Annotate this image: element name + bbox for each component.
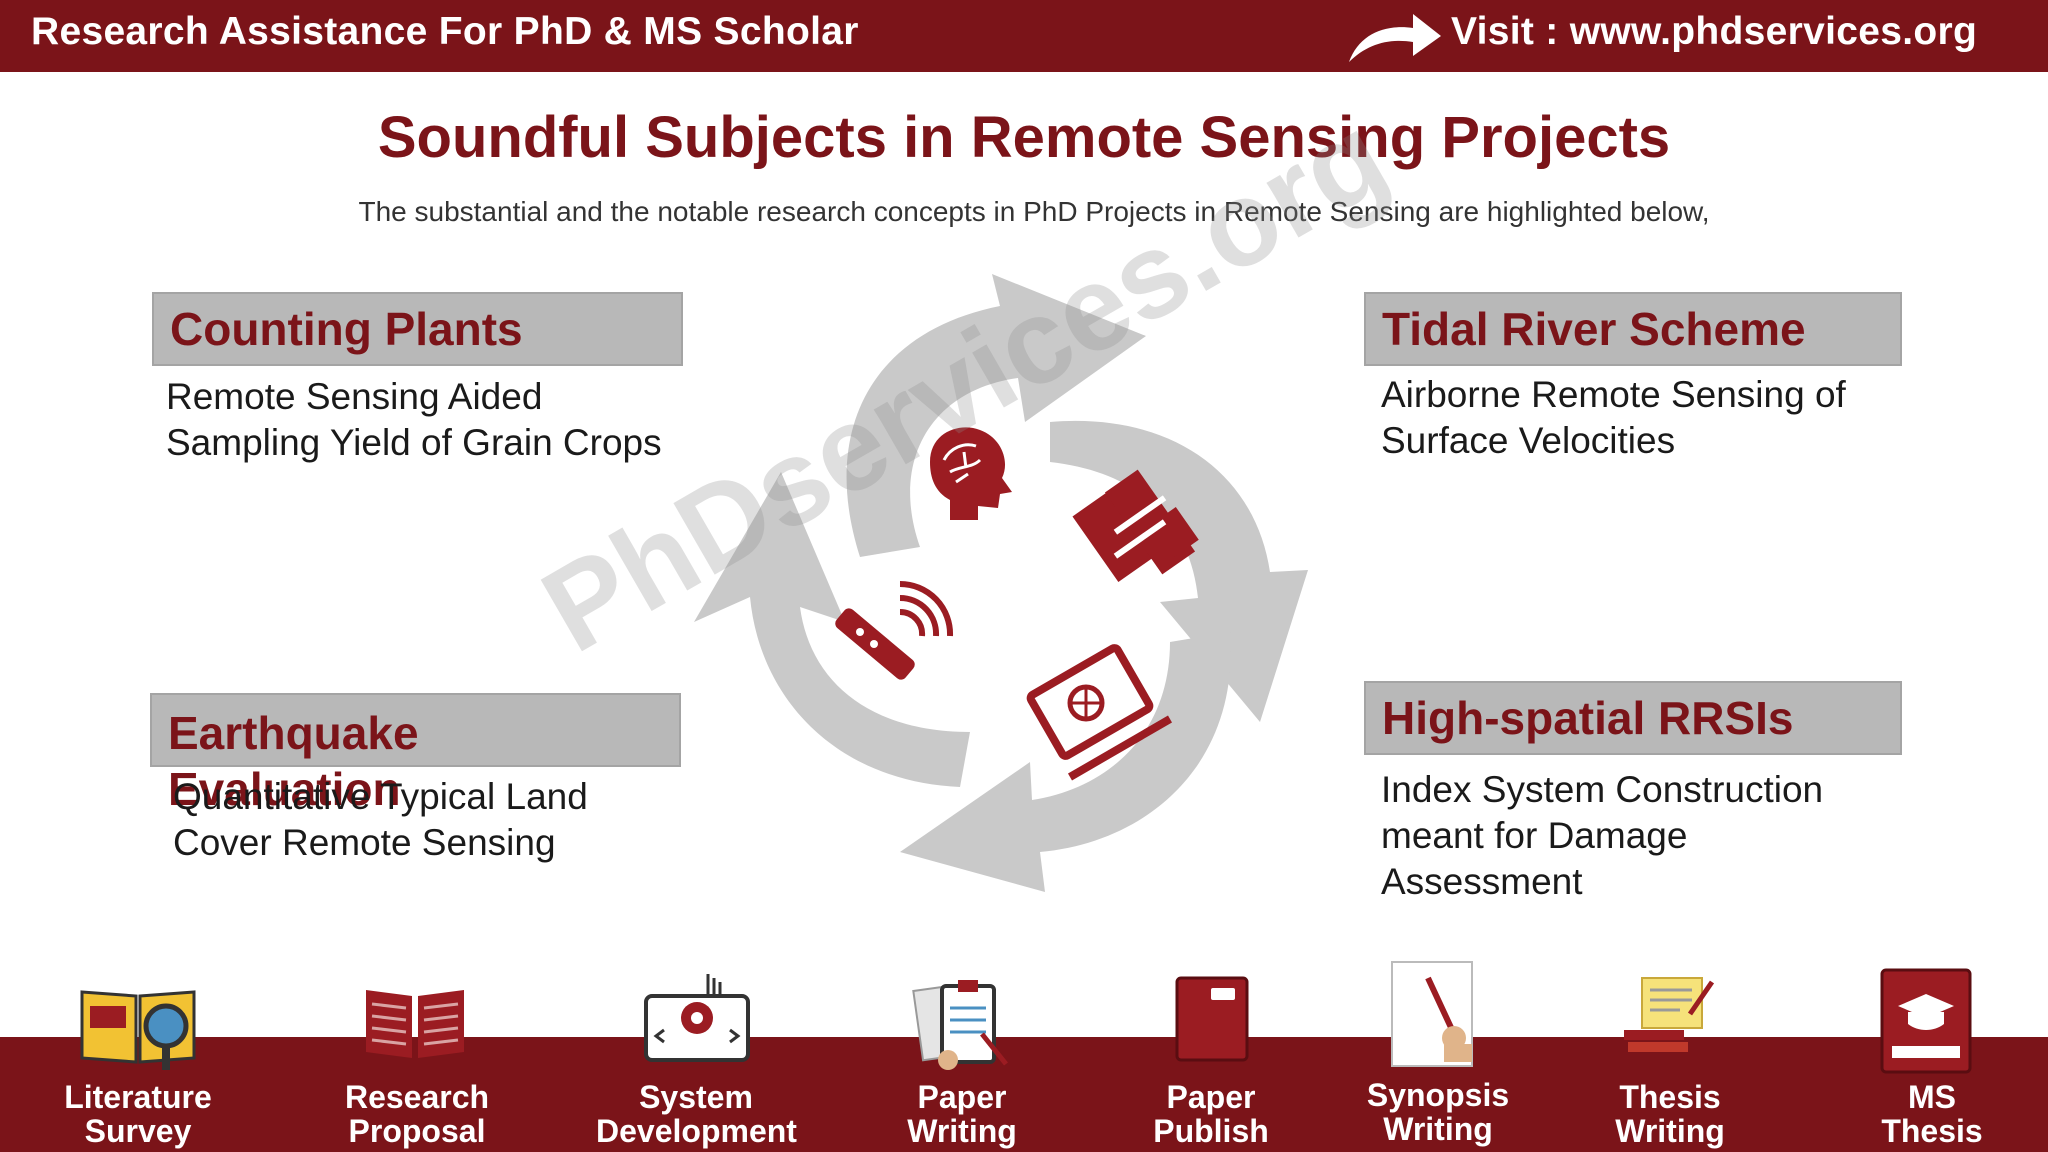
monitor-gear-icon	[644, 974, 750, 1062]
cycle-arrow-bottom	[900, 632, 1231, 892]
service-thesis-writing[interactable]: Thesis Writing	[1570, 1080, 1770, 1148]
service-label: Thesis	[1881, 1113, 1983, 1149]
top-banner: Research Assistance For PhD & MS Scholar…	[0, 0, 2048, 72]
topic-title: Counting Plants	[170, 303, 523, 355]
cycle-diagram	[694, 274, 1308, 892]
topic-title-box-counting-plants: Counting Plants	[152, 292, 683, 366]
building-blocks-icon	[1072, 469, 1199, 582]
topic-title: Tidal River Scheme	[1382, 303, 1806, 355]
topic-desc-line: Assessment	[1381, 861, 1583, 902]
pen-paper-icon	[1391, 961, 1473, 1067]
service-label: Research	[344, 1079, 490, 1115]
service-label: Literature	[64, 1079, 212, 1115]
topic-title-box-tidal-river: Tidal River Scheme	[1364, 292, 1902, 366]
cycle-arrow-left	[694, 472, 970, 787]
clipboard-writing-icon	[912, 980, 1008, 1070]
service-label: Paper	[1166, 1079, 1256, 1115]
cycle-arrow-top	[846, 274, 1146, 557]
service-paper-writing[interactable]: Paper Writing	[862, 1080, 1062, 1148]
website-link[interactable]: Visit : www.phdservices.org	[1451, 10, 1978, 53]
topic-desc-line: Surface Velocities	[1381, 420, 1676, 461]
topic-desc-line: Remote Sensing Aided	[166, 376, 543, 417]
services-bar	[0, 1037, 2048, 1152]
service-label: Development	[596, 1113, 797, 1149]
cycle-arrow-right	[1050, 420, 1308, 722]
service-label: Paper	[917, 1079, 1007, 1115]
topic-title: High-spatial RRSIs	[1382, 692, 1794, 744]
service-label: Proposal	[348, 1113, 486, 1149]
service-literature-survey[interactable]: Literature Survey	[38, 1080, 238, 1148]
graduation-book-icon	[1880, 968, 1972, 1074]
service-label: Writing	[1383, 1111, 1493, 1147]
router-signal-icon	[835, 581, 954, 680]
brain-head-icon	[930, 427, 1012, 520]
topic-description: Remote Sensing Aided Sampling Yield of G…	[166, 374, 662, 466]
service-label: Synopsis	[1366, 1077, 1510, 1113]
service-paper-publish[interactable]: Paper Publish	[1111, 1080, 1311, 1148]
topic-title-box-high-spatial: High-spatial RRSIs	[1364, 681, 1902, 755]
service-label: Thesis	[1619, 1079, 1721, 1115]
scroll-books-icon	[1624, 977, 1715, 1052]
laptop-globe-icon	[1026, 644, 1173, 781]
topic-title: Earthquake Evaluation	[168, 707, 419, 815]
topic-desc-line: Sampling Yield of Grain Crops	[166, 422, 662, 463]
service-label: Writing	[1615, 1113, 1725, 1149]
service-label: Survey	[84, 1113, 192, 1149]
topic-desc-line: meant for Damage	[1381, 815, 1688, 856]
topic-desc-line: Airborne Remote Sensing of	[1381, 374, 1846, 415]
topic-description: Index System Construction meant for Dama…	[1381, 767, 1823, 905]
service-system-development[interactable]: System Development	[596, 1079, 797, 1149]
service-ms-thesis[interactable]: MS Thesis	[1832, 1080, 2032, 1148]
topic-desc-line: Quantitative Typical Land	[173, 776, 588, 817]
topic-description: Airborne Remote Sensing of Surface Veloc…	[1381, 372, 1846, 464]
service-label: Publish	[1153, 1113, 1269, 1149]
literature-survey-icon	[80, 990, 196, 1070]
page-title: Soundful Subjects in Remote Sensing Proj…	[377, 105, 1671, 170]
curved-arrow-icon	[1349, 14, 1441, 62]
page-subtitle: The substantial and the notable research…	[358, 196, 1710, 227]
service-label: System	[639, 1079, 753, 1115]
notebook-icon	[1175, 976, 1249, 1062]
topic-desc-line: Index System Construction	[1381, 769, 1824, 810]
service-synopsis-writing[interactable]: Synopsis Writing	[1338, 1078, 1538, 1146]
topic-desc-line: Cover Remote Sensing	[173, 822, 556, 863]
service-label: MS	[1908, 1079, 1956, 1115]
topic-description: Quantitative Typical Land Cover Remote S…	[173, 774, 588, 866]
service-research-proposal[interactable]: Research Proposal	[317, 1080, 517, 1148]
topic-title-box-earthquake: Earthquake Evaluation	[150, 693, 681, 815]
service-label: Writing	[907, 1113, 1017, 1149]
banner-tagline: Research Assistance For PhD & MS Scholar	[31, 10, 859, 53]
book-icon	[366, 990, 464, 1058]
